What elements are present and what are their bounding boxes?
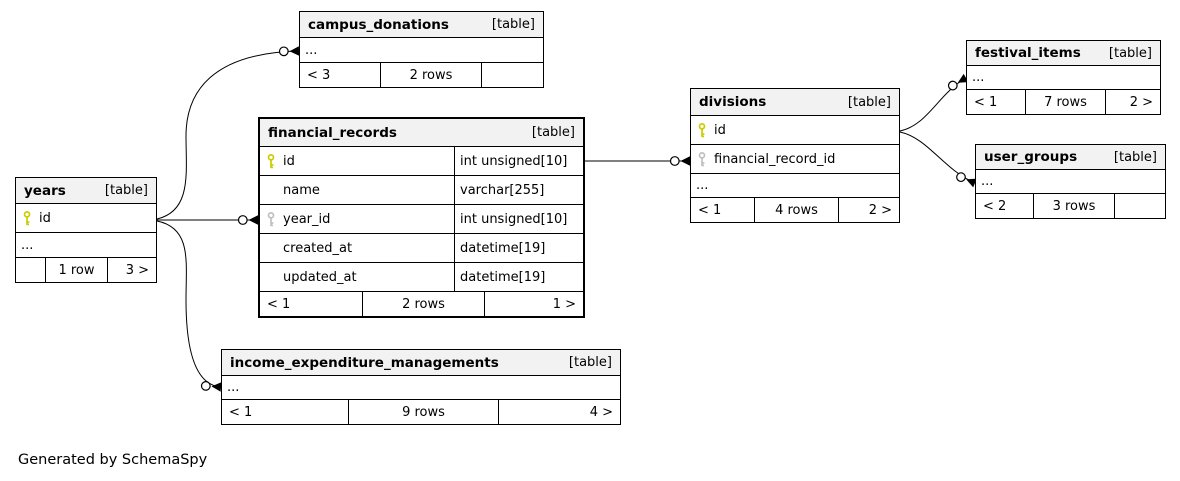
table-name: user_groups <box>984 149 1078 165</box>
row-count: 9 rows <box>349 400 499 424</box>
table-type-label: [table] <box>104 183 148 198</box>
table-footer: < 1 4 rows 2 > <box>691 198 899 222</box>
hidden-columns-row: ... <box>691 174 899 198</box>
column-name: id <box>714 122 726 138</box>
children-count: 1 > <box>552 296 576 312</box>
column-name: created_at <box>283 240 353 256</box>
table-type-label: [table] <box>491 17 535 32</box>
table-header: years [table] <box>16 178 156 204</box>
column-name: id <box>39 210 51 226</box>
column-row: id <box>16 204 156 233</box>
foreign-key-icon <box>266 211 276 227</box>
children-count: 3 > <box>125 262 149 278</box>
column-row: created_at datetime[19] <box>260 234 583 263</box>
primary-key-icon <box>22 210 32 226</box>
column-type: datetime[19] <box>454 263 583 291</box>
table-type-label: [table] <box>1113 149 1157 165</box>
table-footer: < 1 9 rows 4 > <box>222 400 620 424</box>
table-footer: < 2 3 rows <box>976 194 1165 218</box>
row-count: 7 rows <box>1026 90 1106 114</box>
table-campus-donations[interactable]: campus_donations [table] ... < 3 2 rows <box>299 11 544 88</box>
table-name: festival_items <box>975 45 1081 61</box>
parents-count <box>16 258 46 282</box>
table-header: festival_items [table] <box>967 41 1160 66</box>
column-name: id <box>283 153 295 169</box>
table-financial-records[interactable]: financial_records [table] id int unsigne… <box>258 117 585 318</box>
table-header: campus_donations [table] <box>300 12 543 38</box>
row-count: 3 rows <box>1034 194 1115 218</box>
column-row: name varchar[255] <box>260 176 583 205</box>
parents-count: < 3 <box>300 63 381 87</box>
children-count <box>1115 194 1165 218</box>
table-income-expenditure-managements[interactable]: income_expenditure_managements [table] .… <box>221 349 621 425</box>
column-type: int unsigned[10] <box>454 205 583 233</box>
column-name: financial_record_id <box>714 151 836 167</box>
column-name: name <box>283 182 320 198</box>
parents-count: < 1 <box>222 400 349 424</box>
hidden-columns-row: ... <box>222 376 620 400</box>
relationship-years-campus-donations <box>156 46 300 220</box>
hidden-columns-row: ... <box>976 170 1165 194</box>
table-footer: < 3 2 rows <box>300 63 543 87</box>
children-count <box>482 63 543 87</box>
parents-count: < 1 <box>260 292 363 316</box>
table-type-label: [table] <box>568 355 612 370</box>
table-festival-items[interactable]: festival_items [table] ... < 1 7 rows 2 … <box>966 40 1161 115</box>
foreign-key-icon <box>697 151 707 167</box>
children-count: 2 > <box>1129 94 1153 110</box>
table-header: financial_records [table] <box>260 119 583 147</box>
hidden-columns-row: ... <box>967 66 1160 90</box>
parents-count: < 2 <box>976 194 1034 218</box>
table-header: divisions [table] <box>691 89 899 116</box>
children-count: 4 > <box>589 404 613 420</box>
generator-note: Generated by SchemaSpy <box>18 452 208 468</box>
hidden-columns-row: ... <box>300 38 543 63</box>
column-row: year_id int unsigned[10] <box>260 205 583 234</box>
no-key-spacer <box>266 183 276 198</box>
primary-key-icon <box>266 153 276 169</box>
no-key-spacer <box>266 270 276 285</box>
row-count: 2 rows <box>381 63 482 87</box>
relationship-divisions-user-groups <box>899 131 977 188</box>
row-count: 1 row <box>46 258 108 282</box>
column-name: year_id <box>283 211 331 227</box>
row-count: 4 rows <box>755 198 839 222</box>
column-type: int unsigned[10] <box>454 147 583 175</box>
hidden-columns-row: ... <box>16 233 156 258</box>
table-name: divisions <box>699 94 767 110</box>
column-row: financial_record_id <box>691 145 899 174</box>
column-row: id int unsigned[10] <box>260 147 583 176</box>
table-years[interactable]: years [table] id ... 1 row 3 > <box>15 177 157 283</box>
column-type: varchar[255] <box>454 176 583 204</box>
table-name: income_expenditure_managements <box>230 354 499 371</box>
column-type: datetime[19] <box>454 234 583 262</box>
table-footer: 1 row 3 > <box>16 258 156 282</box>
primary-key-icon <box>697 122 707 138</box>
parents-count: < 1 <box>967 90 1026 114</box>
table-name: years <box>24 182 66 199</box>
no-key-spacer <box>266 241 276 256</box>
table-type-label: [table] <box>1108 45 1152 61</box>
relationship-divisions-festival-items <box>899 73 969 132</box>
table-divisions[interactable]: divisions [table] id financial_record_id… <box>690 88 900 223</box>
table-name: financial_records <box>268 124 397 141</box>
table-type-label: [table] <box>847 94 891 110</box>
table-footer: < 1 7 rows 2 > <box>967 90 1160 114</box>
parents-count: < 1 <box>691 198 755 222</box>
children-count: 2 > <box>868 202 892 218</box>
column-row: updated_at datetime[19] <box>260 263 583 292</box>
table-header: income_expenditure_managements [table] <box>222 350 620 376</box>
table-name: campus_donations <box>308 16 449 33</box>
row-count: 2 rows <box>363 292 485 316</box>
table-header: user_groups [table] <box>976 145 1165 170</box>
relationship-years-income-expenditure-managements <box>156 220 222 392</box>
table-type-label: [table] <box>531 125 575 140</box>
table-user-groups[interactable]: user_groups [table] ... < 2 3 rows <box>975 144 1166 219</box>
table-footer: < 1 2 rows 1 > <box>260 292 583 316</box>
column-name: updated_at <box>283 269 357 285</box>
column-row: id <box>691 116 899 145</box>
